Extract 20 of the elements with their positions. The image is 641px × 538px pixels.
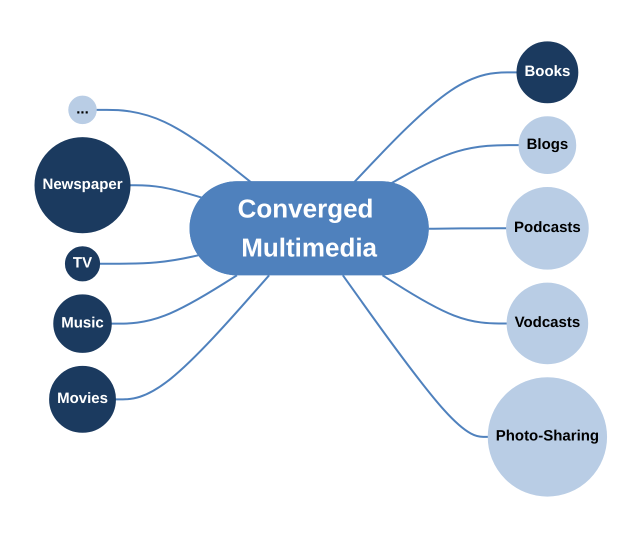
node-circle: Music [52,294,112,353]
node-circle: Movies [48,366,116,433]
connector [96,108,252,184]
connector [130,184,202,199]
connector [115,274,270,400]
node-circle: ... [68,96,96,124]
connector [382,274,507,324]
node-circle: TV [64,246,100,282]
node-circle: Podcasts [506,186,588,270]
node-circle: Photo-Sharing [487,377,607,497]
connector [342,274,488,438]
connector [111,274,238,325]
node-circle: Vodcasts [506,282,588,364]
connector [353,71,517,183]
node-circle: Books [516,41,578,104]
connector [390,144,519,184]
node-circle: Blogs [518,116,576,174]
connector [99,254,199,265]
node-circle: Newspaper [34,137,130,234]
connector [428,227,506,230]
